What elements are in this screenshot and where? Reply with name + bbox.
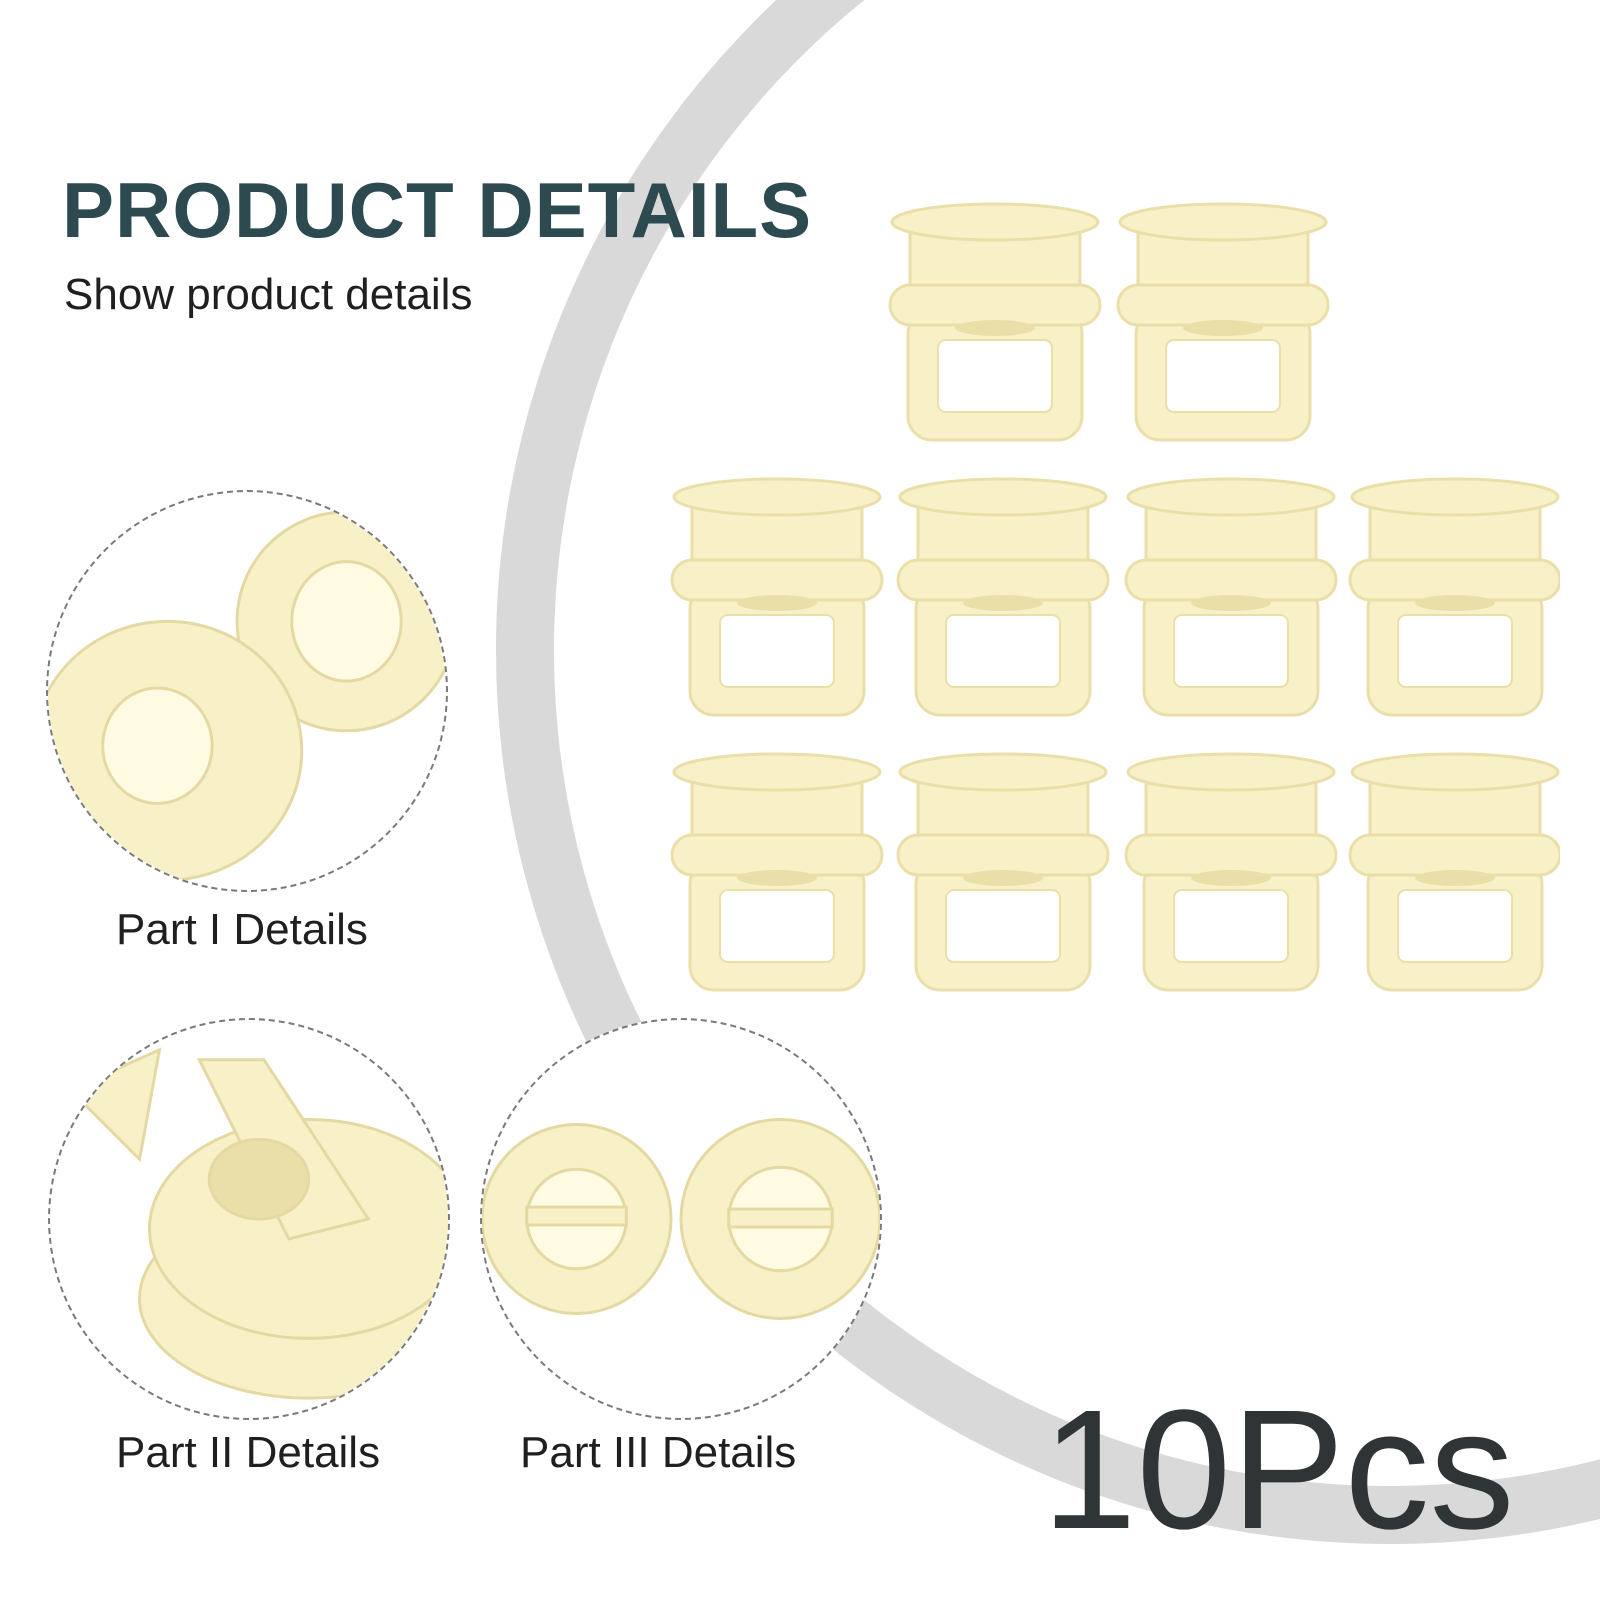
product-part [896, 477, 1110, 717]
part-2-detail-image [48, 1018, 450, 1420]
product-part [888, 202, 1102, 442]
product-part [1124, 752, 1338, 992]
product-parts-grid [670, 202, 1560, 992]
part-3-detail-image [480, 1018, 882, 1420]
product-part [670, 752, 884, 992]
part-3-caption: Part III Details [520, 1428, 797, 1477]
product-part [896, 752, 1110, 992]
part-2-caption: Part II Details [116, 1428, 381, 1477]
part-1-detail-image [46, 490, 448, 892]
product-part [1124, 477, 1338, 717]
page-subtitle: Show product details [64, 270, 473, 319]
part-1-caption: Part I Details [116, 905, 368, 954]
page-title: PRODUCT DETAILS [62, 166, 813, 254]
product-part [1348, 477, 1560, 717]
product-part [670, 477, 884, 717]
product-part [1116, 202, 1330, 442]
quantity-label: 10Pcs [1042, 1375, 1515, 1565]
product-part [1348, 752, 1560, 992]
